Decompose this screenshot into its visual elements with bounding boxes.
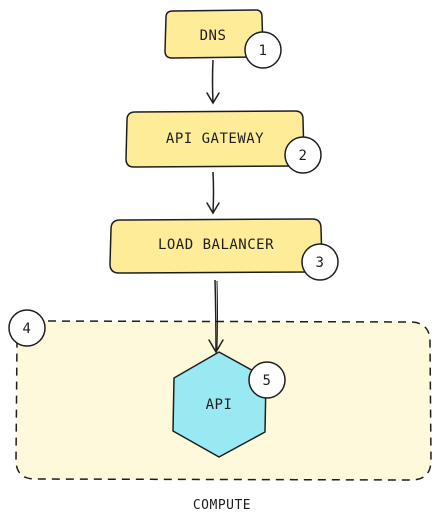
badge-circle xyxy=(244,31,282,69)
arrow-line-sketch xyxy=(216,280,218,351)
arrow-lb-to-api xyxy=(208,279,224,354)
api-gateway-node[interactable]: API GATEWAY xyxy=(125,110,305,168)
api-label: API xyxy=(206,397,233,413)
arrow-dns-to-gateway xyxy=(206,59,220,105)
compute-label: COMPUTE xyxy=(193,498,251,513)
badge-dns: 1 xyxy=(244,31,282,69)
badge-number: 3 xyxy=(316,255,325,271)
badge-circle xyxy=(248,361,286,399)
load-balancer-node[interactable]: LOAD BALANCER xyxy=(109,218,323,274)
badge-number: 4 xyxy=(23,321,32,337)
badge-number: 1 xyxy=(259,43,268,59)
arrow-head xyxy=(208,339,224,354)
dns-label: DNS xyxy=(200,28,227,44)
badge-api-gateway: 2 xyxy=(284,136,322,174)
load-balancer-label: LOAD BALANCER xyxy=(158,237,274,253)
arrow-line xyxy=(214,279,217,353)
dns-node[interactable]: DNS xyxy=(164,9,264,59)
arrow-line xyxy=(211,59,214,104)
badge-load-balancer: 3 xyxy=(301,243,339,281)
arrow-head xyxy=(206,92,220,105)
badge-circle xyxy=(284,136,322,174)
badge-number: 5 xyxy=(263,373,272,389)
arrow-head xyxy=(206,202,220,215)
arrow-line xyxy=(212,171,215,214)
badge-api: 5 xyxy=(248,361,286,399)
badge-circle xyxy=(8,309,46,347)
arrow-gateway-to-lb xyxy=(206,171,220,215)
badge-compute: 4 xyxy=(8,309,46,347)
badge-circle xyxy=(301,243,339,281)
api-gateway-label: API GATEWAY xyxy=(166,131,264,147)
badge-number: 2 xyxy=(299,148,308,164)
